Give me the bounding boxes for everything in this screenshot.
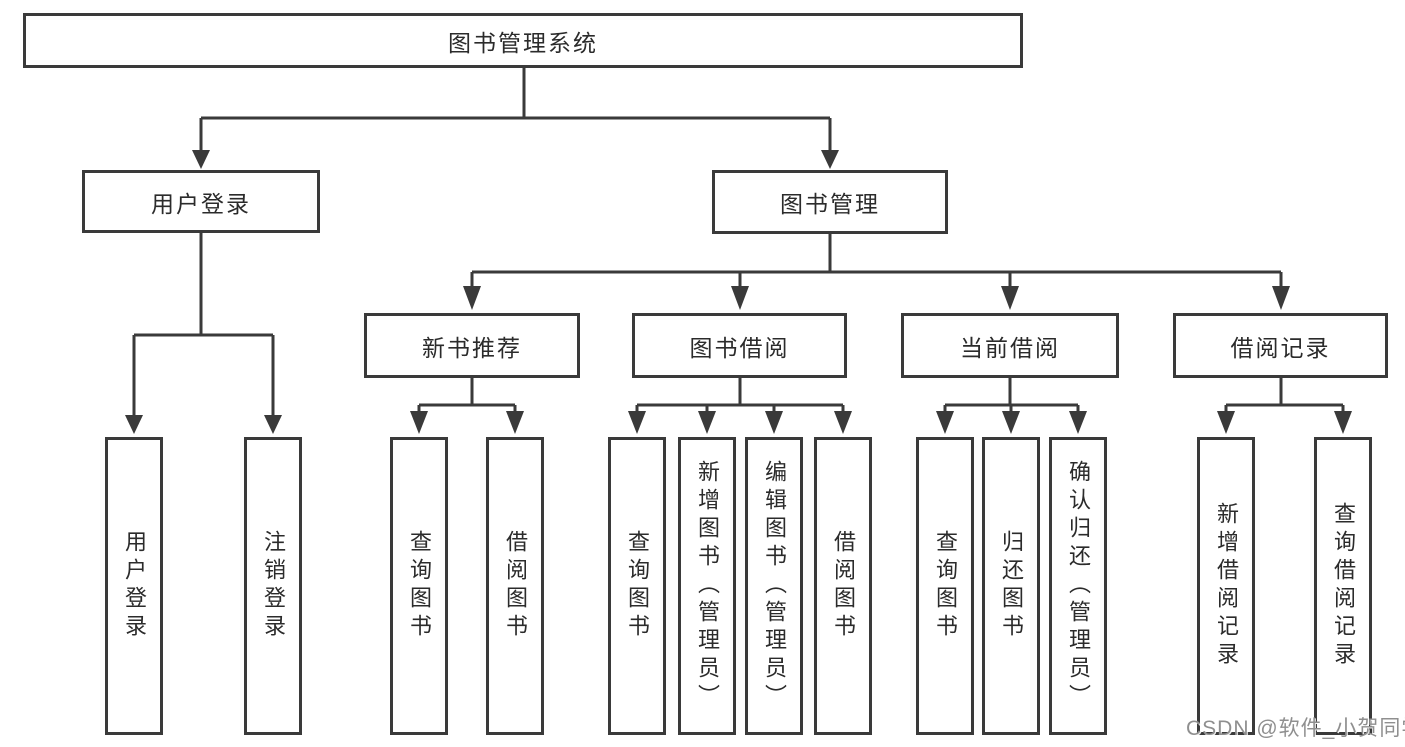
leaf-borrow-books-recommend: 借阅图书 [486, 437, 544, 735]
node-borrow-record: 借阅记录 [1173, 313, 1388, 378]
node-label: 用户登录 [151, 190, 251, 217]
leaf-confirm-return-admin: 确认归还（管理员） [1049, 437, 1107, 735]
leaf-label: 查询图书 [407, 530, 432, 642]
node-label: 图书管理 [780, 191, 880, 217]
edge-login-to-leaves [132, 233, 275, 418]
leaf-label: 新增图书（管理员） [695, 460, 720, 712]
leaf-label: 查询借阅记录 [1331, 502, 1356, 670]
node-root-system: 图书管理系统 [23, 13, 1023, 68]
node-label: 新书推荐 [422, 334, 522, 361]
node-label: 借阅记录 [1230, 334, 1331, 361]
node-new-book-recommend: 新书推荐 [364, 313, 580, 378]
leaf-add-books-admin: 新增图书（管理员） [678, 437, 736, 735]
leaf-label: 借阅图书 [503, 530, 528, 642]
node-label: 当前借阅 [960, 334, 1060, 361]
leaf-label: 借阅图书 [831, 530, 856, 642]
leaf-label: 查询图书 [625, 530, 650, 642]
edge-borrow-to-leaves [635, 378, 845, 415]
leaf-query-books-borrow: 查询图书 [608, 437, 666, 735]
node-label: 图书借阅 [689, 334, 790, 361]
leaf-edit-books-admin: 编辑图书（管理员） [745, 437, 803, 735]
leaf-query-books-current: 查询图书 [916, 437, 974, 735]
leaf-borrow-books: 借阅图书 [814, 437, 872, 735]
csdn-watermark: CSDN @软件_小贺同学 [1186, 717, 1405, 740]
edge-mgmt-to-level3 [470, 234, 1283, 288]
leaf-query-borrow-record: 查询借阅记录 [1314, 437, 1372, 735]
leaf-label: 注销登录 [261, 530, 286, 642]
node-user-login: 用户登录 [82, 170, 320, 233]
leaf-label: 用户登录 [122, 530, 147, 642]
edge-record-to-leaves [1224, 378, 1345, 415]
edge-current-to-leaves [943, 378, 1080, 415]
leaf-label: 查询图书 [933, 530, 958, 642]
leaf-label: 归还图书 [999, 530, 1024, 642]
leaf-label: 新增借阅记录 [1214, 502, 1239, 670]
node-book-borrow: 图书借阅 [632, 313, 847, 378]
leaf-add-borrow-record: 新增借阅记录 [1197, 437, 1255, 735]
edge-root-to-level2 [199, 68, 832, 150]
leaf-label: 编辑图书（管理员） [762, 460, 787, 712]
leaf-label: 确认归还（管理员） [1066, 460, 1091, 712]
leaf-query-books-recommend: 查询图书 [390, 437, 448, 735]
leaf-user-login: 用户登录 [105, 437, 163, 735]
node-book-management: 图书管理 [712, 170, 948, 234]
node-label: 图书管理系统 [448, 29, 598, 56]
node-current-borrow: 当前借阅 [901, 313, 1119, 378]
leaf-return-books: 归还图书 [982, 437, 1040, 735]
leaf-logout: 注销登录 [244, 437, 302, 735]
arrowheads [125, 150, 1352, 434]
edge-rec-to-leaves [417, 378, 517, 415]
